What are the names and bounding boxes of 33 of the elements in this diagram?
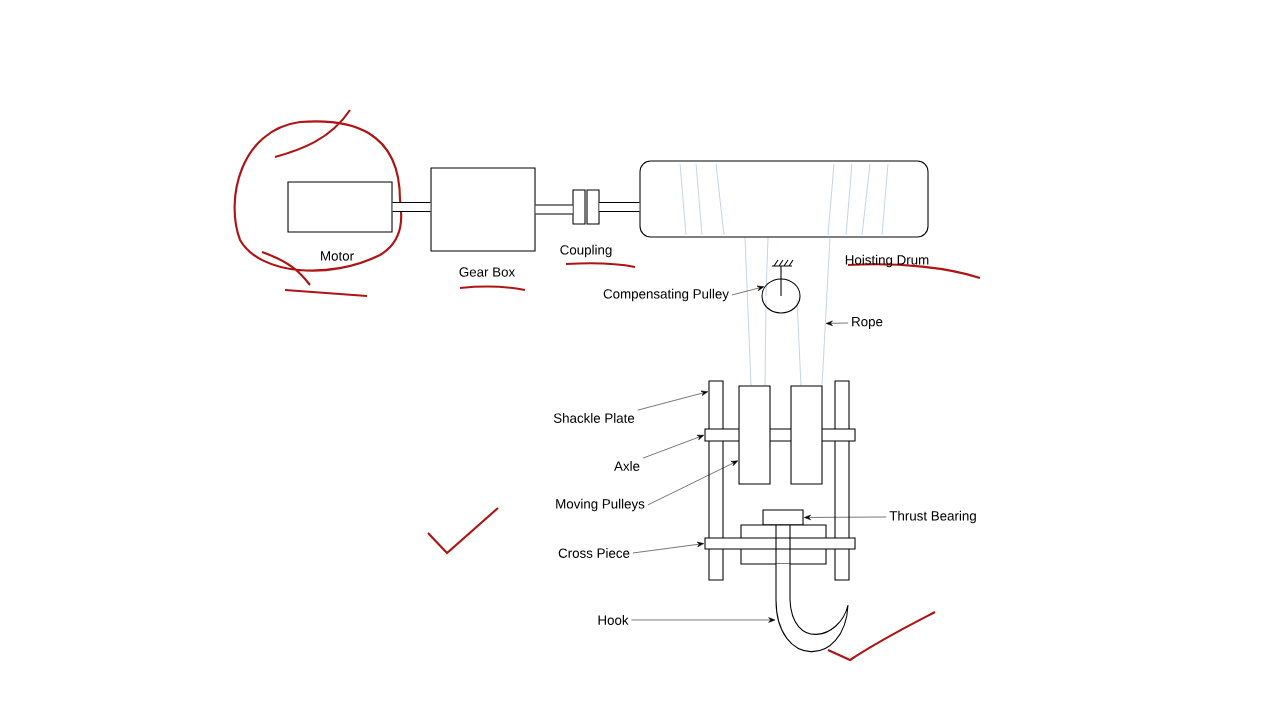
moving-pulley xyxy=(790,385,823,485)
shaft xyxy=(599,201,640,213)
leader-line xyxy=(637,390,708,411)
leader-line xyxy=(632,541,704,554)
shaft xyxy=(535,204,573,215)
part-label: Rope xyxy=(852,317,883,329)
part-label: Moving Pulleys xyxy=(556,498,645,512)
cross-piece xyxy=(704,524,856,565)
thrust-bearing xyxy=(762,509,804,526)
part-label: Thrust Bearing xyxy=(889,510,976,524)
moving-pulley xyxy=(738,385,771,485)
part-label: Compensating Pulley xyxy=(603,288,729,302)
part-label: Cross Piece xyxy=(558,548,630,558)
machine-box xyxy=(430,167,536,252)
part-label: Axle xyxy=(614,461,640,471)
leader-line xyxy=(631,617,776,623)
hook xyxy=(775,524,849,653)
leader-line xyxy=(731,285,765,296)
part-label: Shackle Plate xyxy=(553,413,635,423)
part-label: Hook xyxy=(598,615,629,625)
leader-line xyxy=(642,435,705,459)
leader-line xyxy=(804,514,887,521)
leader-line xyxy=(647,460,739,506)
rope xyxy=(821,236,831,387)
leader-line xyxy=(825,320,849,326)
coupling-drawing xyxy=(572,189,600,225)
compensating-pulley xyxy=(761,259,801,314)
hoisting-drum xyxy=(639,160,929,238)
machine-box xyxy=(287,181,393,233)
part-label: Coupling xyxy=(560,244,612,258)
shaft xyxy=(392,201,431,213)
part-label: Motor xyxy=(321,251,354,261)
part-label: Gear Box xyxy=(459,267,515,277)
